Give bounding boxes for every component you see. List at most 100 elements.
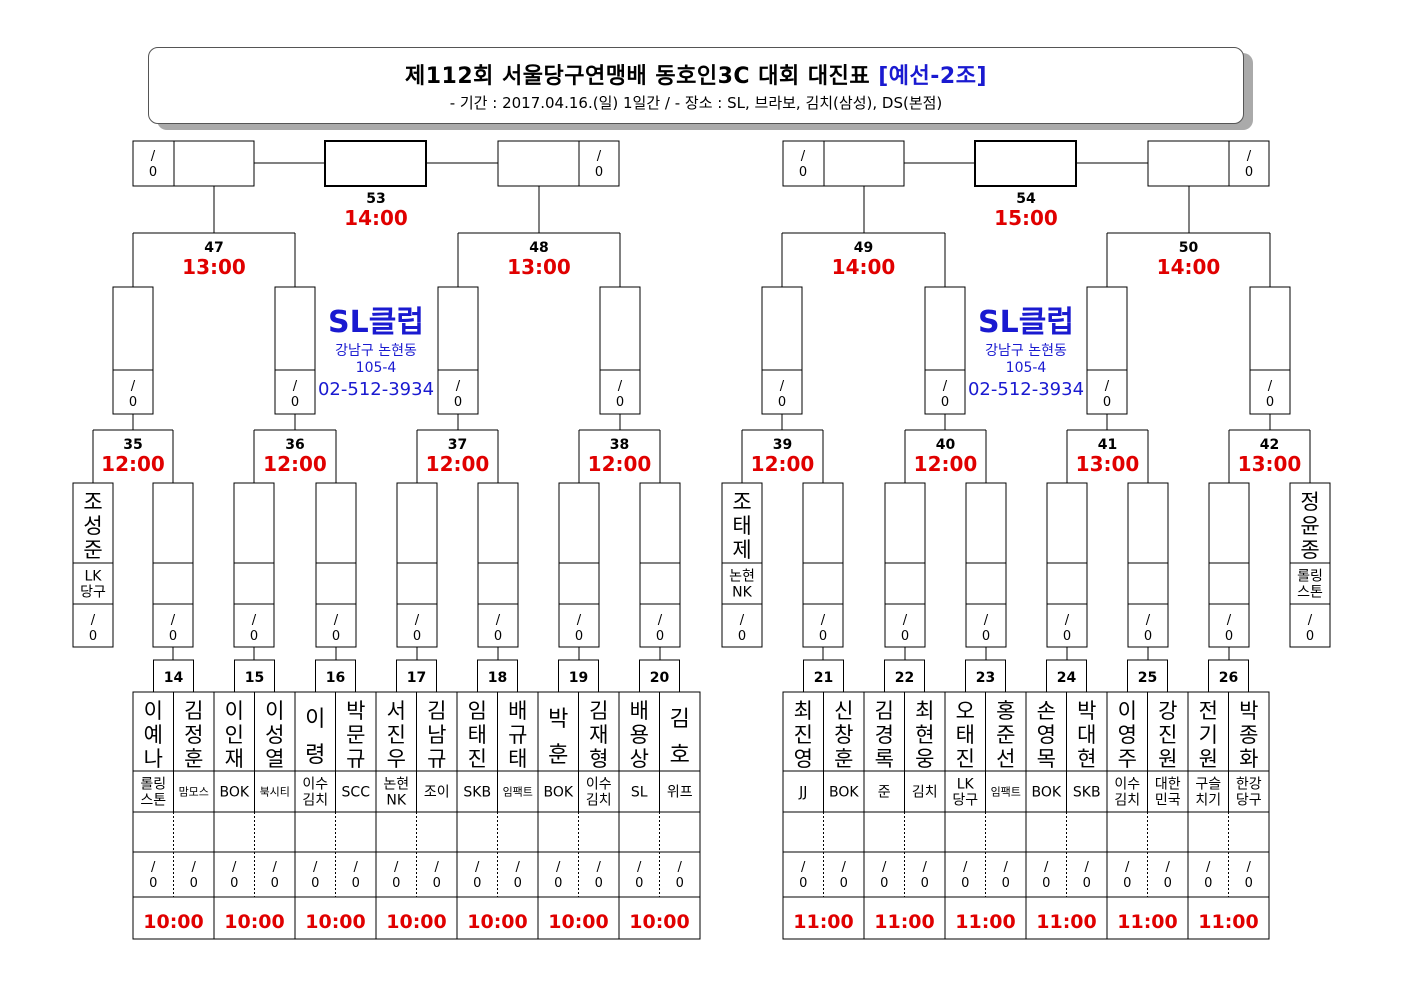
player-name: 호 bbox=[670, 743, 690, 768]
entry-score-zero: 0 bbox=[1306, 629, 1314, 644]
page-title: 제112회 서울당구연맹배 동호인3C 대회 대진표 [예선-2조] bbox=[149, 58, 1243, 90]
quarter-match-time: 12:00 bbox=[914, 452, 978, 476]
final-match-number: 54 bbox=[1016, 191, 1036, 207]
player-score-zero: 0 bbox=[1042, 876, 1050, 891]
player-score-slash: / bbox=[678, 860, 683, 875]
player-score-slash: / bbox=[1044, 860, 1049, 875]
semi-match-time: 13:00 bbox=[182, 255, 246, 279]
venue-name: SL클럽 bbox=[328, 305, 424, 340]
player-club: 위프 bbox=[667, 785, 693, 801]
semi-match-number: 49 bbox=[854, 240, 873, 256]
player-club: BOK bbox=[543, 785, 573, 801]
quarter-winner-score-zero: 0 bbox=[1103, 395, 1111, 410]
venue-address-number: 105-4 bbox=[1006, 360, 1047, 376]
quarter-match-time: 12:00 bbox=[588, 452, 652, 476]
match-time: 10:00 bbox=[386, 911, 446, 933]
match-time: 11:00 bbox=[1117, 911, 1177, 933]
player-score-zero: 0 bbox=[352, 876, 360, 891]
match-time: 10:00 bbox=[305, 911, 365, 933]
final-score-zero: 0 bbox=[1245, 165, 1253, 180]
entry-score-zero: 0 bbox=[250, 629, 258, 644]
match-time: 10:00 bbox=[548, 911, 608, 933]
entry-score-slash: / bbox=[1227, 613, 1232, 628]
match-time: 11:00 bbox=[874, 911, 934, 933]
match-time: 10:00 bbox=[629, 911, 689, 933]
match-time: 11:00 bbox=[793, 911, 853, 933]
match-number: 23 bbox=[976, 670, 995, 686]
player-score-slash: / bbox=[435, 860, 440, 875]
entry-score-zero: 0 bbox=[982, 629, 990, 644]
quarter-match-time: 12:00 bbox=[751, 452, 815, 476]
player-name: 훈 bbox=[548, 743, 568, 768]
player-score-zero: 0 bbox=[311, 876, 319, 891]
player-name: 령 bbox=[305, 743, 325, 768]
player-club: 김치 bbox=[912, 785, 938, 801]
entry-score-slash: / bbox=[496, 613, 501, 628]
quarter-match-time: 12:00 bbox=[101, 452, 165, 476]
semi-match-number: 50 bbox=[1179, 240, 1199, 256]
title-group-text: [예선-2조] bbox=[878, 64, 988, 89]
quarter-match-time: 12:00 bbox=[426, 452, 490, 476]
player-score-zero: 0 bbox=[799, 876, 807, 891]
player-score-zero: 0 bbox=[961, 876, 969, 891]
title-box: 제112회 서울당구연맹배 동호인3C 대회 대진표 [예선-2조] - 기간 … bbox=[148, 47, 1244, 124]
player-score-zero: 0 bbox=[1164, 876, 1172, 891]
entry-score-slash: / bbox=[252, 613, 257, 628]
final-score-zero: 0 bbox=[149, 165, 157, 180]
match-time: 11:00 bbox=[955, 911, 1015, 933]
final-score-slash: / bbox=[597, 149, 602, 164]
quarter-winner-score-slash: / bbox=[780, 379, 785, 394]
entry-score-zero: 0 bbox=[738, 629, 746, 644]
player-score-zero: 0 bbox=[392, 876, 400, 891]
quarter-match-number: 39 bbox=[773, 437, 792, 453]
player-club: BOK bbox=[829, 785, 859, 801]
player-score-slash: / bbox=[313, 860, 318, 875]
match-number: 24 bbox=[1057, 670, 1077, 686]
player-score-zero: 0 bbox=[433, 876, 441, 891]
entry-score-zero: 0 bbox=[413, 629, 421, 644]
final-match-time: 15:00 bbox=[994, 206, 1058, 230]
venue-address-number: 105-4 bbox=[356, 360, 397, 376]
entry-score-zero: 0 bbox=[89, 629, 97, 644]
final-score-slash: / bbox=[1247, 149, 1252, 164]
player-club: 임팩트 bbox=[991, 786, 1021, 799]
player-score-zero: 0 bbox=[595, 876, 603, 891]
venue-name: SL클럽 bbox=[978, 305, 1074, 340]
entry-score-zero: 0 bbox=[819, 629, 827, 644]
title-main-text: 제112회 서울당구연맹배 동호인3C 대회 대진표 bbox=[404, 64, 871, 89]
player-club: SKB bbox=[463, 785, 491, 801]
quarter-match-number: 35 bbox=[123, 437, 142, 453]
player-score-slash: / bbox=[151, 860, 156, 875]
entry-score-zero: 0 bbox=[1225, 629, 1233, 644]
quarter-match-number: 42 bbox=[1260, 437, 1279, 453]
semi-match-time: 14:00 bbox=[1157, 255, 1221, 279]
match-time: 10:00 bbox=[467, 911, 527, 933]
entry-score-zero: 0 bbox=[1063, 629, 1071, 644]
entry-score-zero: 0 bbox=[656, 629, 664, 644]
quarter-winner-score-zero: 0 bbox=[129, 395, 137, 410]
player-score-slash: / bbox=[354, 860, 359, 875]
final-center-box bbox=[324, 140, 427, 187]
quarter-winner-score-slash: / bbox=[456, 379, 461, 394]
